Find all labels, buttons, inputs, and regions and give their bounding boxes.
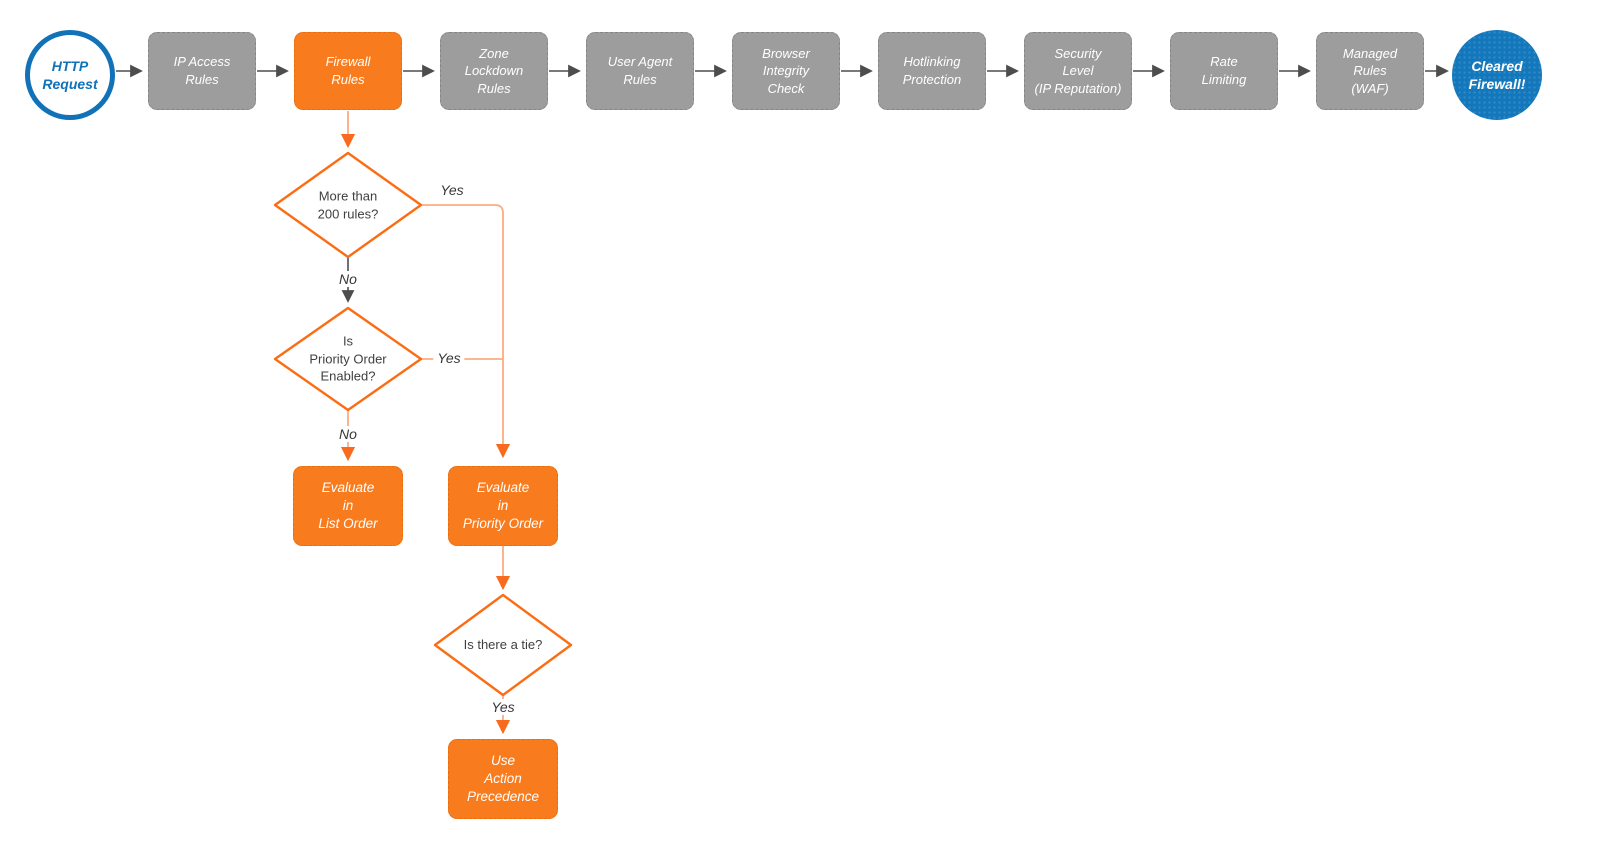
- node-hotlinking-protection-label: Hotlinking Protection: [902, 54, 962, 87]
- node-firewall-rules: Firewall Rules: [294, 32, 402, 110]
- node-http-request: HTTP Request: [25, 30, 115, 120]
- edge-label-no-priority: No: [335, 426, 361, 442]
- connector-decision1-yes: [421, 204, 511, 459]
- edge-label-yes-tie: Yes: [487, 699, 519, 715]
- node-ip-access-rules: IP Access Rules: [148, 32, 256, 110]
- node-zone-lockdown-rules: Zone Lockdown Rules: [440, 32, 548, 110]
- node-browser-integrity-check-label: Browser Integrity Check: [762, 45, 810, 96]
- node-firewall-rules-label: Firewall Rules: [325, 54, 371, 87]
- edge-label-yes-priority: Yes: [433, 350, 465, 366]
- node-evaluate-in-priority-order: Evaluate in Priority Order: [448, 466, 558, 546]
- decision-priority-order-enabled-label: Is Priority Order Enabled?: [309, 333, 387, 384]
- edge-label-yes-200: Yes: [440, 182, 464, 198]
- node-zone-lockdown-rules-label: Zone Lockdown Rules: [464, 45, 524, 96]
- node-managed-rules-waf-label: Managed Rules (WAF): [1342, 45, 1398, 96]
- decision-is-there-a-tie-label: Is there a tie?: [463, 637, 543, 653]
- node-cleared-firewall-label: Cleared Firewall!: [1468, 57, 1526, 92]
- node-use-action-precedence-label: Use Action Precedence: [466, 752, 540, 805]
- node-cleared-firewall: Cleared Firewall!: [1452, 30, 1542, 120]
- decision-more-than-200-rules-label: More than 200 rules?: [317, 188, 379, 221]
- node-browser-integrity-check: Browser Integrity Check: [732, 32, 840, 110]
- decision-more-than-200-rules-shape: [273, 151, 423, 259]
- node-use-action-precedence: Use Action Precedence: [448, 739, 558, 819]
- node-hotlinking-protection: Hotlinking Protection: [878, 32, 986, 110]
- node-http-request-label: HTTP Request: [42, 57, 98, 92]
- node-evaluate-in-priority-order-label: Evaluate in Priority Order: [462, 479, 544, 532]
- decision-is-there-a-tie-shape: [433, 593, 573, 697]
- node-ip-access-rules-label: IP Access Rules: [173, 54, 231, 87]
- node-managed-rules-waf: Managed Rules (WAF): [1316, 32, 1424, 110]
- node-security-level: Security Level (IP Reputation): [1024, 32, 1132, 110]
- node-security-level-label: Security Level (IP Reputation): [1034, 45, 1122, 96]
- edge-label-no-200: No: [335, 271, 361, 287]
- node-user-agent-rules: User Agent Rules: [586, 32, 694, 110]
- node-rate-limiting: Rate Limiting: [1170, 32, 1278, 110]
- node-rate-limiting-label: Rate Limiting: [1201, 54, 1247, 87]
- node-evaluate-in-list-order-label: Evaluate in List Order: [318, 479, 378, 532]
- node-user-agent-rules-label: User Agent Rules: [607, 54, 673, 87]
- decision-priority-order-enabled-shape: [273, 306, 423, 412]
- node-evaluate-in-list-order: Evaluate in List Order: [293, 466, 403, 546]
